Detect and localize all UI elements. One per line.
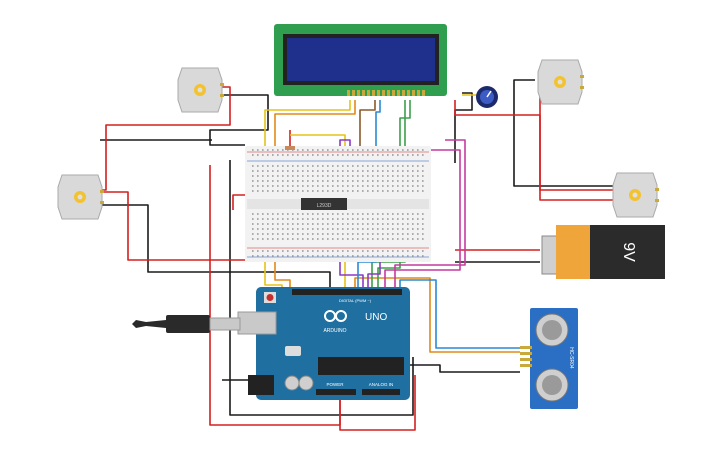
power-jack <box>248 375 274 395</box>
wire-black-10 <box>454 92 473 163</box>
capacitor-1 <box>284 375 300 391</box>
wire-red-1 <box>100 86 231 191</box>
wire-red-6 <box>339 375 416 431</box>
wire-black-4 <box>229 160 414 416</box>
battery-body <box>590 225 665 279</box>
battery-9v: 9V <box>541 225 665 279</box>
potentiometer[interactable] <box>476 86 498 108</box>
wire-black-6 <box>408 364 520 373</box>
digital-label: DIGITAL (PWM ~) <box>339 298 372 303</box>
resistor <box>285 146 295 150</box>
battery-terminals <box>541 235 559 275</box>
wire-red-9 <box>232 194 247 210</box>
battery-cap <box>556 225 594 279</box>
arduino-model: UNO <box>365 312 387 323</box>
lcd-pins <box>347 90 425 96</box>
wire-red-2 <box>100 191 245 261</box>
arduino-logo-icon <box>324 310 347 322</box>
battery-label: 9V <box>620 242 637 262</box>
sensor-label: HC-SR04 <box>568 347 574 369</box>
dc-motor-top-left <box>177 67 224 113</box>
arduino-brand: ARDUINO <box>323 328 346 334</box>
motor-driver-chip <box>301 198 347 210</box>
ultrasonic-sensor: HC-SR04 <box>520 308 578 409</box>
wire-orange-2 <box>354 277 520 353</box>
digital-header <box>292 289 402 295</box>
arduino-uno: ARDUINO UNO DIGITAL (PWM ~) POWER ANALOG… <box>237 287 410 400</box>
analog-label: ANALOG IN <box>369 382 394 387</box>
usb-cable <box>132 315 241 333</box>
lcd-screen <box>287 38 435 81</box>
breadboard: L293D <box>245 146 431 262</box>
power-header <box>316 389 356 395</box>
chip-label: L293D <box>317 203 332 209</box>
dc-motor-left <box>57 174 104 220</box>
wire-pink-2 <box>394 139 466 290</box>
dc-motor-top-right <box>537 59 584 105</box>
wire-brown-1 <box>359 100 376 150</box>
microcontroller-chip <box>318 357 404 375</box>
dc-motor-right <box>612 172 659 218</box>
wire-black-1 <box>209 94 269 146</box>
wire-black-2 <box>100 204 331 290</box>
usb-port <box>237 311 277 335</box>
wire-blue-2 <box>399 279 520 349</box>
capacitor-2 <box>298 375 314 391</box>
lcd-display <box>274 24 447 96</box>
wire-yellow-3 <box>462 94 479 98</box>
analog-header <box>362 389 400 395</box>
wire-red-8 <box>454 100 618 201</box>
wire-pink-1 <box>384 149 461 290</box>
breadboard-holes <box>252 149 424 257</box>
power-label: POWER <box>326 382 344 387</box>
